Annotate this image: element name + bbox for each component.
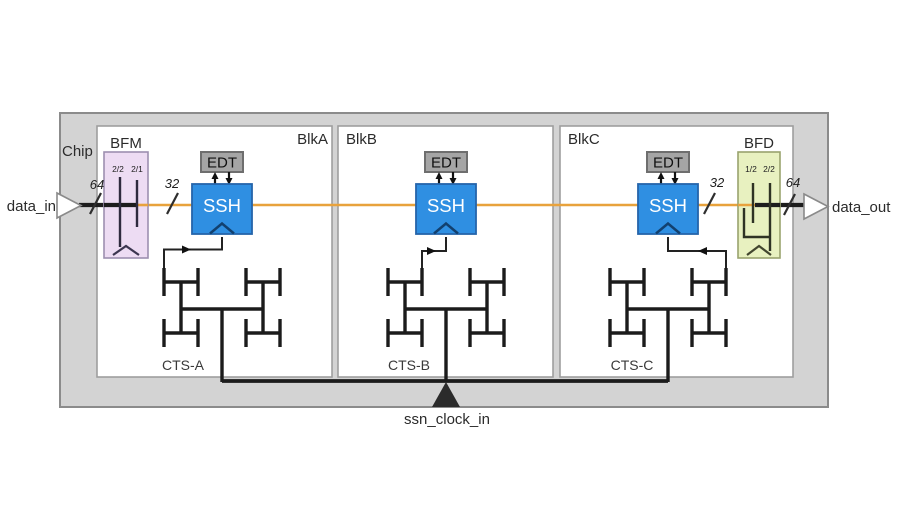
blkb-label: BlkB <box>346 131 377 148</box>
bfd-ratio-right: 2/2 <box>763 164 775 174</box>
edt-up-arrowhead-blkc <box>657 172 665 179</box>
ssh-label-blkc: SSH <box>649 195 687 216</box>
bus-slash-after-bfm-icon <box>166 192 179 215</box>
ssn-clock-in-buffer-icon <box>432 382 460 407</box>
edt-up-arrowhead-blkb <box>435 172 443 179</box>
blkc-contents <box>608 151 728 382</box>
data-out-label: data_out <box>832 199 891 216</box>
edt-label-blkc: EDT <box>653 155 683 172</box>
data-in-buffer-icon <box>56 191 83 220</box>
bfd-ratio-left: 1/2 <box>745 164 757 174</box>
edt-box-blkc <box>646 151 690 173</box>
cts-tree-blkb <box>386 268 506 382</box>
cts-to-ssh-tap-blkc <box>667 237 727 268</box>
ssh-clock-chevron-blkc-icon <box>655 221 681 235</box>
chip-label: Chip <box>62 143 93 160</box>
bfd-clock-chevron-icon <box>746 244 772 256</box>
tap-arrowhead-blka-icon <box>182 245 191 254</box>
bfm-module: 2/2 2/1 <box>103 151 149 259</box>
cts-tree-blkc <box>608 268 728 382</box>
edt-label-blkb: EDT <box>431 155 461 172</box>
ssh-box-blkc <box>637 183 699 235</box>
bus-width-in: 64 <box>90 177 104 192</box>
edt-down-arrowhead-blkc <box>671 178 679 185</box>
edt-box-blkb <box>424 151 468 173</box>
blkc-label: BlkC <box>568 131 600 148</box>
ssh-label-blka: SSH <box>203 195 241 216</box>
bfm-ratio-right: 2/1 <box>131 164 143 174</box>
cts-to-ssh-tap-blka <box>163 237 223 268</box>
ssh-clock-chevron-blkb-icon <box>433 221 459 235</box>
bfd-module: 1/2 2/2 <box>737 151 781 259</box>
bus-width-out: 64 <box>786 175 800 190</box>
edt-box-blka <box>200 151 244 173</box>
ssh-label-blkb: SSH <box>427 195 465 216</box>
cts-c-label: CTS-C <box>611 357 654 373</box>
data-out-buffer-icon <box>803 192 830 221</box>
ssn-clock-in-label: ssn_clock_in <box>404 411 490 428</box>
edt-down-arrowhead-blka <box>225 178 233 185</box>
tap-arrowhead-blkc-icon <box>698 247 707 255</box>
tap-arrowhead-blkb-icon <box>427 247 436 255</box>
ssh-box-blka <box>191 183 253 235</box>
cts-a-label: CTS-A <box>162 357 205 373</box>
cts-b-label: CTS-B <box>388 357 430 373</box>
bus-width-after-bfm: 32 <box>165 176 180 191</box>
bfm-label: BFM <box>110 135 142 152</box>
bfd-label: BFD <box>744 135 774 152</box>
data-in-label: data_in <box>7 198 56 215</box>
edt-down-arrowhead-blkb <box>449 178 457 185</box>
ssh-box-blkb <box>415 183 477 235</box>
bfm-clock-chevron-icon <box>112 244 140 256</box>
edt-label-blka: EDT <box>207 155 237 172</box>
ssh-clock-chevron-blka-icon <box>209 221 235 235</box>
bus-slash-in-icon <box>89 192 102 215</box>
blka-label: BlkA <box>297 131 328 148</box>
cts-tree-blka <box>162 268 282 382</box>
bfm-ratio-left: 2/2 <box>112 164 124 174</box>
blka-contents <box>162 151 282 382</box>
blkb-contents <box>386 151 506 382</box>
bus-slash-out-icon <box>783 193 796 216</box>
bfd-bracket-icon <box>742 208 771 239</box>
bus-width-before-bfd: 32 <box>710 175 725 190</box>
edt-up-arrowhead-blka <box>211 172 219 179</box>
bus-slash-before-bfd-icon <box>703 192 716 215</box>
